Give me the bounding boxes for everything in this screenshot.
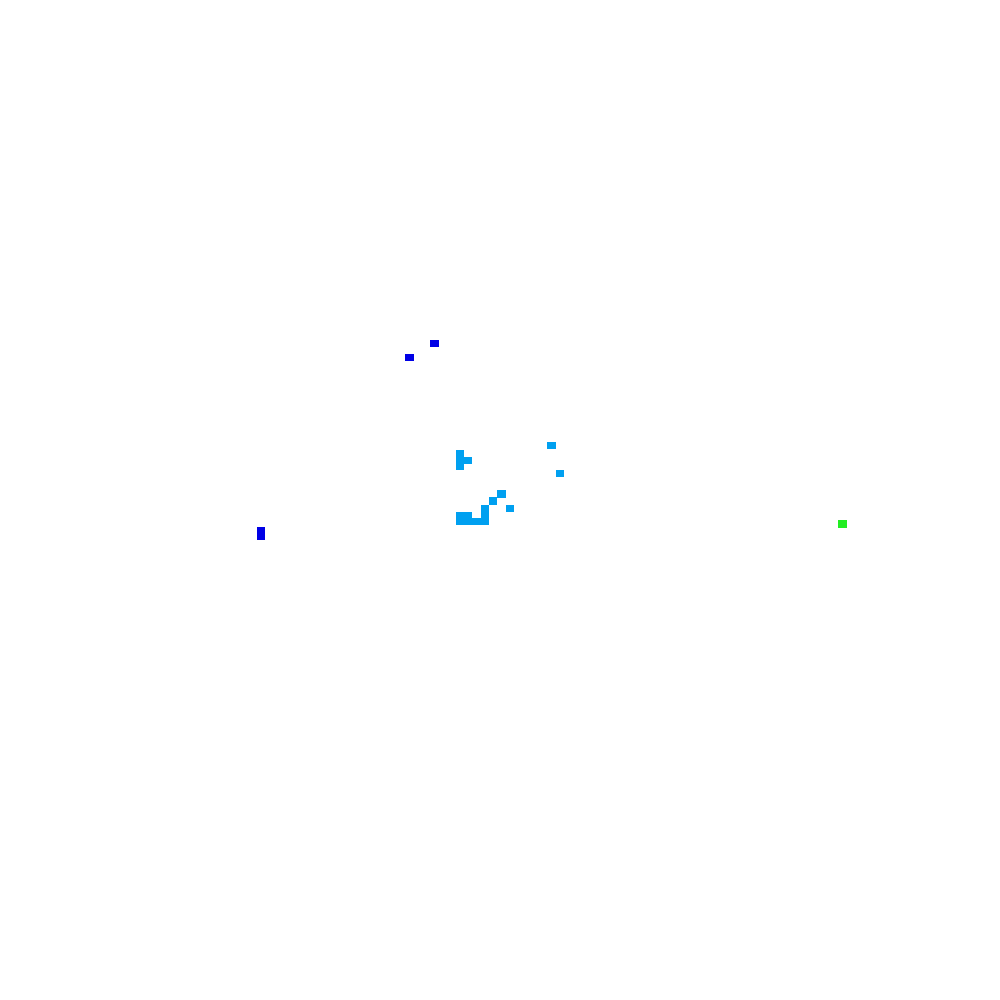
light-blue-pixel — [481, 505, 489, 525]
dark-blue-pixel — [405, 354, 414, 361]
light-blue-pixel — [547, 442, 556, 449]
light-blue-pixel — [472, 518, 481, 525]
light-blue-pixel — [489, 497, 497, 505]
light-blue-pixel — [556, 470, 564, 477]
dark-blue-pixel — [430, 340, 439, 347]
light-blue-pixel — [506, 505, 514, 512]
light-blue-pixel — [497, 490, 506, 498]
light-blue-pixel — [456, 512, 472, 525]
green-pixel — [838, 520, 847, 528]
light-blue-pixel — [456, 450, 464, 470]
dark-blue-pixel — [257, 527, 265, 540]
light-blue-pixel — [464, 457, 472, 464]
